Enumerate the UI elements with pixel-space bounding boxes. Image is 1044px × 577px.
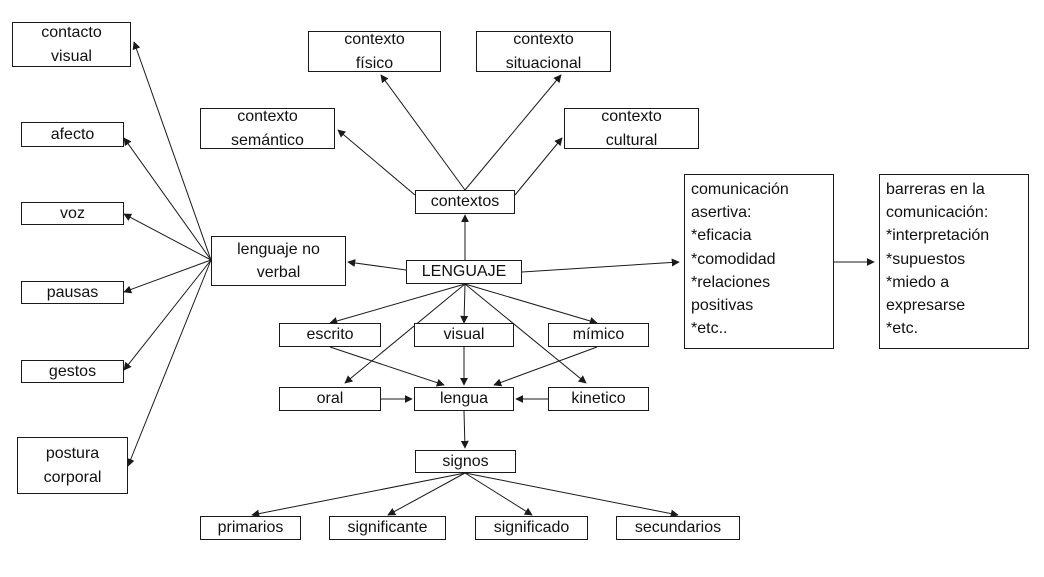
node-contexto-cultural: contexto cultural bbox=[564, 108, 699, 149]
connector-arrow bbox=[132, 41, 212, 261]
node-text-line: físico bbox=[355, 54, 394, 72]
node-text-line: contexto bbox=[237, 108, 298, 126]
node-gestos: gestos bbox=[21, 360, 124, 383]
node-text-line: semántico bbox=[231, 131, 304, 149]
node-text-line: corporal bbox=[43, 468, 102, 486]
node-text-line: voz bbox=[60, 204, 85, 222]
node-text-line: *eficacia bbox=[691, 227, 752, 245]
node-text-line: comunicación: bbox=[886, 204, 989, 222]
node-visual: visual bbox=[414, 323, 514, 347]
connector-arrow bbox=[387, 472, 466, 516]
node-text-line: expresarse bbox=[886, 296, 966, 314]
node-signos: signos bbox=[415, 450, 516, 473]
connector-arrow bbox=[493, 346, 598, 387]
node-afecto: afecto bbox=[21, 122, 124, 147]
connector-arrow bbox=[329, 346, 445, 387]
node-text-line: contexto bbox=[513, 31, 574, 49]
node-text-line: visual bbox=[443, 326, 485, 344]
node-oral: oral bbox=[279, 387, 381, 411]
node-text-line: signos bbox=[442, 452, 489, 470]
node-voz: voz bbox=[21, 202, 124, 225]
node-contacto-visual: contacto visual bbox=[12, 22, 131, 67]
node-text-line: postura bbox=[45, 445, 100, 463]
node-text-line: *etc.. bbox=[691, 320, 728, 338]
node-mimico: mímico bbox=[548, 323, 649, 347]
connector-arrow bbox=[464, 472, 679, 518]
node-text-line: afecto bbox=[50, 125, 95, 143]
node-lenguaje-no-verbal: lenguaje no verbal bbox=[211, 236, 346, 286]
node-text-line: contexto bbox=[601, 108, 662, 126]
node-kinetico: kinetico bbox=[548, 387, 649, 411]
node-text-line: contextos bbox=[430, 193, 500, 211]
connector-arrow bbox=[123, 213, 212, 261]
node-text-line: secundarios bbox=[634, 519, 722, 537]
node-text-line: comunicación bbox=[691, 181, 789, 198]
node-secundarios: secundarios bbox=[616, 516, 740, 540]
node-text-line: lengua bbox=[439, 390, 489, 408]
node-contexto-fisico: contexto físico bbox=[308, 31, 441, 72]
node-text-line: situacional bbox=[505, 54, 582, 72]
connector-arrow bbox=[380, 74, 466, 191]
node-text-line: primarios bbox=[217, 519, 284, 537]
connector-arrow bbox=[460, 410, 469, 449]
connector-arrow bbox=[464, 283, 598, 325]
node-text-line: gestos bbox=[48, 362, 97, 380]
node-text-line: lenguaje no bbox=[237, 240, 320, 258]
node-text-line: barreras en la bbox=[886, 181, 985, 198]
node-pausas: pausas bbox=[21, 281, 124, 304]
node-text-line: kinetico bbox=[571, 390, 626, 408]
connector-arrow bbox=[521, 258, 680, 273]
node-contexto-situacional: contexto situacional bbox=[476, 31, 611, 72]
node-primarios: primarios bbox=[200, 516, 301, 540]
node-text-line: positivas bbox=[691, 296, 754, 314]
connector-arrow bbox=[251, 472, 466, 518]
node-text-line: *etc. bbox=[886, 320, 919, 338]
node-text-line: contacto bbox=[41, 24, 102, 42]
node-contextos: contextos bbox=[415, 190, 515, 214]
node-barreras-comunicacion: barreras en la comunicación: *interpretaci… bbox=[879, 174, 1029, 349]
connector-arrow bbox=[126, 259, 212, 467]
node-postura-corporal: postura corporal bbox=[17, 437, 128, 494]
connector-arrow bbox=[329, 283, 466, 325]
connector-arrow bbox=[123, 259, 212, 294]
node-text-line: escrito bbox=[306, 326, 354, 344]
node-text-line: pausas bbox=[46, 283, 99, 301]
connector-arrow bbox=[460, 283, 469, 324]
node-text-line: *miedo a bbox=[886, 273, 950, 291]
node-text-line: *comodidad bbox=[691, 250, 776, 268]
node-significado: significado bbox=[475, 516, 588, 540]
node-text-line: verbal bbox=[256, 264, 301, 281]
node-significante: significante bbox=[329, 516, 446, 540]
node-text-line: *interpretación bbox=[886, 227, 990, 245]
node-lenguaje: LENGUAJE bbox=[406, 260, 522, 284]
node-text-line: visual bbox=[51, 47, 92, 65]
node-text-line: *supuestos bbox=[886, 250, 966, 268]
node-text-line: *relaciones bbox=[691, 273, 771, 291]
node-text-line: contexto bbox=[344, 31, 405, 49]
node-escrito: escrito bbox=[279, 323, 381, 347]
connector-arrow bbox=[123, 137, 212, 261]
connector-arrow bbox=[337, 129, 416, 196]
connector-arrow bbox=[347, 259, 407, 271]
node-text-line: mímico bbox=[572, 326, 625, 344]
connector-arrow bbox=[514, 137, 563, 196]
connector-arrow bbox=[464, 472, 533, 516]
node-text-line: asertiva: bbox=[691, 204, 752, 222]
node-text-line: significante bbox=[347, 519, 428, 537]
node-contexto-semantico: contexto semántico bbox=[200, 108, 335, 149]
connector-arrow bbox=[464, 74, 562, 191]
connector-arrow bbox=[123, 259, 212, 371]
node-text-line: significado bbox=[493, 519, 570, 537]
node-text-line: cultural bbox=[605, 131, 658, 149]
node-comunicacion-asertiva: comunicación asertiva: *eficacia *comodidad… bbox=[684, 174, 834, 349]
node-text-line: LENGUAJE bbox=[421, 263, 507, 281]
node-text-line: oral bbox=[316, 390, 344, 408]
node-lengua: lengua bbox=[414, 387, 514, 411]
